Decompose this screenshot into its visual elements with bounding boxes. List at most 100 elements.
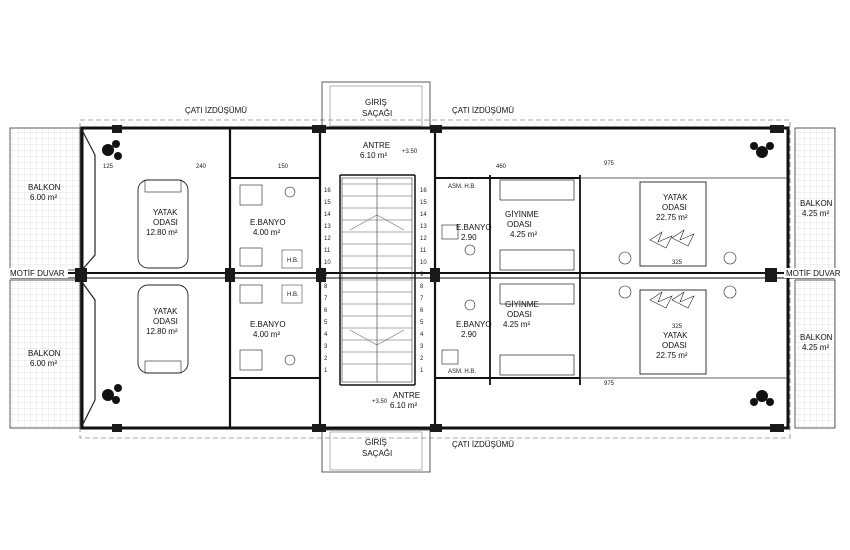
label-ebanyo-left-bottom: E.BANYO — [250, 320, 286, 329]
label-balkon-right-top: BALKON — [800, 199, 833, 208]
label-odasi-giyinme-bottom: ODASI — [507, 310, 532, 319]
label-balkon-right-bottom: BALKON — [800, 333, 833, 342]
bathroom-right-fixtures — [441, 224, 476, 365]
label-hb-top: H.B. — [287, 258, 299, 264]
label-yatak-left-bottom: YATAK — [153, 307, 178, 316]
label-giris-bottom: GİRİŞ — [365, 438, 387, 447]
label-motif-left: MOTİF DUVAR — [10, 269, 65, 278]
label-yatak-left-bottom-area: 12.80 m² — [146, 327, 178, 336]
stair-number: 15 — [324, 200, 331, 206]
label-level-bottom: +3.50 — [372, 399, 388, 405]
label-yatak-left-top-area: 12.80 m² — [146, 228, 178, 237]
stair-number: 16 — [420, 188, 427, 194]
balcony-left-bottom — [9, 279, 81, 429]
entrance-canopy-bottom — [321, 429, 431, 473]
label-odasi-right-bottom: ODASI — [662, 341, 687, 350]
stair-number: 1 — [420, 368, 424, 374]
label-asm-bottom: ASM. H.B. — [448, 369, 476, 375]
label-asm-top: ASM. H.B. — [448, 184, 476, 190]
stair-number: 2 — [324, 356, 328, 362]
label-ebanyo-left-top-area: 4.00 m² — [253, 228, 280, 237]
label-cati-left-top: ÇATI İZDÜŞÜMÜ — [185, 106, 247, 115]
label-sacagi-bottom: SAÇAĞI — [362, 449, 392, 458]
label-ebanyo-left-top: E.BANYO — [250, 218, 286, 227]
label-giyinme-bottom: GİYİNME — [505, 300, 539, 309]
bed-right-bottom — [639, 289, 707, 375]
dim-325-top: 325 — [672, 260, 683, 266]
label-balkon-left-top: BALKON — [28, 183, 61, 192]
label-giris-top: GİRİŞ — [365, 98, 387, 107]
label-level-top: +3.50 — [402, 149, 418, 155]
bed-left-bottom — [137, 284, 189, 374]
stair-number: 14 — [324, 212, 331, 218]
stair-number: 11 — [324, 248, 331, 254]
wardrobe-top — [499, 179, 575, 271]
stair-number: 12 — [420, 236, 427, 242]
stair-number: 4 — [420, 332, 424, 338]
stair-number: 9 — [420, 272, 424, 278]
dim-150-top: 150 — [278, 164, 289, 170]
stair-number: 16 — [324, 188, 331, 194]
dim-325-bottom: 325 — [672, 324, 683, 330]
dim-460: 460 — [496, 164, 507, 170]
label-yatak-right-top: YATAK — [663, 193, 688, 202]
label-antre-area-bottom: 6.10 m² — [390, 401, 417, 410]
label-giyinme-top: GİYİNME — [505, 210, 539, 219]
label-ebanyo-right-bottom-area: 2.90 — [461, 330, 477, 339]
stair-number: 5 — [324, 320, 328, 326]
label-giyinme-top-area: 4.25 m² — [510, 230, 537, 239]
label-balkon-left-bottom: BALKON — [28, 349, 61, 358]
label-ebanyo-right-top: E.BANYO — [456, 223, 492, 232]
label-hb-bottom: H.B. — [287, 292, 299, 298]
plant-icon — [102, 140, 774, 406]
dim-240: 240 — [196, 164, 207, 170]
balcony-right-bottom — [794, 279, 836, 429]
label-motif-right: MOTİF DUVAR — [786, 269, 841, 278]
wardrobe-bottom — [499, 283, 575, 376]
stair-number: 14 — [420, 212, 427, 218]
stair-number: 5 — [420, 320, 424, 326]
dim-125: 125 — [103, 164, 114, 170]
lamp-symbols — [618, 251, 737, 299]
stair-number: 2 — [420, 356, 424, 362]
label-antre-bottom: ANTRE — [393, 391, 420, 400]
label-balkon-right-bottom-area: 4.25 m² — [802, 343, 829, 352]
stair-number: 11 — [420, 248, 427, 254]
stair-number: 4 — [324, 332, 328, 338]
bed-right-top — [639, 181, 707, 267]
stair-number: 12 — [324, 236, 331, 242]
label-ebanyo-left-bottom-area: 4.00 m² — [253, 330, 280, 339]
label-cati-right-top: ÇATI İZDÜŞÜMÜ — [452, 106, 514, 115]
stair-number: 10 — [324, 260, 331, 266]
stair-number: 3 — [324, 344, 328, 350]
label-balkon-left-bottom-area: 6.00 m² — [30, 359, 57, 368]
label-odasi-giyinme-top: ODASI — [507, 220, 532, 229]
bed-left-top — [137, 179, 189, 269]
label-odasi-left-bottom: ODASI — [153, 317, 178, 326]
label-ebanyo-right-bottom: E.BANYO — [456, 320, 492, 329]
stair-number: 7 — [324, 296, 328, 302]
stair-number: 3 — [420, 344, 424, 350]
bathroom-left-fixtures — [239, 184, 303, 371]
stair-number: 8 — [420, 284, 424, 290]
label-sacagi-top: SAÇAĞI — [362, 109, 392, 118]
label-cati-right-bottom: ÇATI İZDÜŞÜMÜ — [452, 440, 514, 449]
stair-number: 15 — [420, 200, 427, 206]
label-balkon-right-top-area: 4.25 m² — [802, 209, 829, 218]
dim-975-top: 975 — [604, 161, 615, 167]
label-giyinme-bottom-area: 4.25 m² — [503, 320, 530, 329]
label-odasi-left-top: ODASI — [153, 218, 178, 227]
label-yatak-right-top-area: 22.75 m² — [656, 213, 688, 222]
balcony-left-top — [9, 127, 81, 271]
label-balkon-left-top-area: 6.00 m² — [30, 193, 57, 202]
label-antre-top: ANTRE — [363, 141, 390, 150]
stair-number: 1 — [324, 368, 328, 374]
stair-number: 7 — [420, 296, 424, 302]
dim-975-bottom: 975 — [604, 381, 615, 387]
balcony-right-top — [794, 127, 836, 271]
label-odasi-right-top: ODASI — [662, 203, 687, 212]
label-yatak-left-top: YATAK — [153, 208, 178, 217]
label-yatak-right-bottom-area: 22.75 m² — [656, 351, 688, 360]
